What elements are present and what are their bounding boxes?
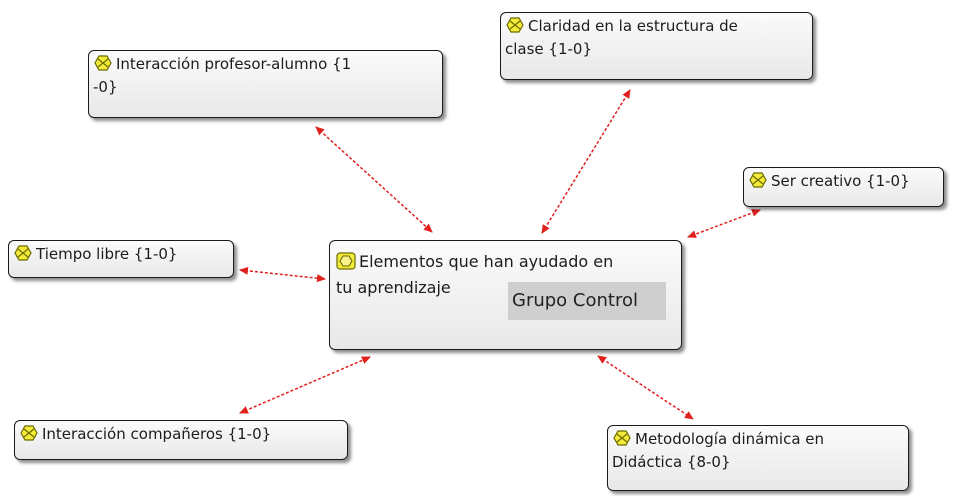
node-label: Interacción profesor-alumno {1 -0} [93,55,352,96]
link-creativo [687,209,761,238]
node-ser-creativo[interactable]: Ser creativo {1-0} [743,167,944,207]
node-label: Interacción compañeros {1-0} [42,425,272,443]
link-profesor [315,126,433,233]
node-interaccion-profesor[interactable]: Interacción profesor-alumno {1 -0} [88,50,443,118]
code-family-icon [336,252,356,270]
node-label: Tiempo libre {1-0} [36,245,178,263]
node-label: Elementos que han ayudado en tu aprendiz… [336,252,614,297]
code-icon [749,172,767,188]
link-companeros [239,356,371,414]
link-tiempo [239,266,326,283]
code-icon [20,425,38,441]
node-central-elementos[interactable]: Elementos que han ayudado en tu aprendiz… [329,240,682,350]
node-label: Metodología dinámica en Didáctica {8-0} [612,430,825,471]
node-label: Ser creativo {1-0} [771,172,910,190]
code-icon [613,430,631,446]
group-tag: Grupo Control [508,282,666,320]
code-icon [506,17,524,33]
node-metodologia[interactable]: Metodología dinámica en Didáctica {8-0} [607,425,909,491]
link-claridad [541,89,631,234]
node-label: Claridad en la estructura de clase {1-0} [505,17,738,58]
code-icon [94,55,112,71]
code-icon [14,245,32,261]
node-interaccion-companeros[interactable]: Interacción compañeros {1-0} [14,420,348,460]
node-tiempo-libre[interactable]: Tiempo libre {1-0} [8,240,234,278]
node-claridad[interactable]: Claridad en la estructura de clase {1-0} [500,12,813,80]
link-metodologia [597,355,694,420]
